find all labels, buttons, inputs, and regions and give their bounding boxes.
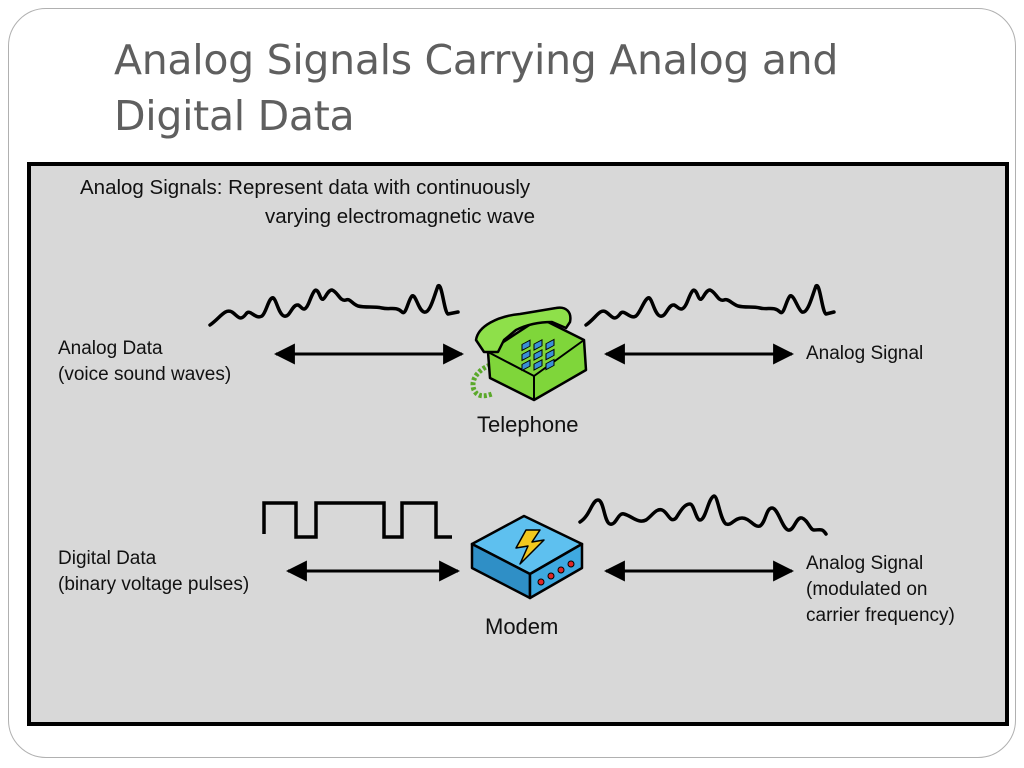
digital-data-label: Digital Data (binary voltage pulses) — [58, 548, 250, 595]
analog-signal-label-2: Analog Signal (modulated on carrier freq… — [806, 553, 955, 626]
analog-signal-waveform-1 — [584, 284, 836, 327]
analog-data-label: Analog Data (voice sound waves) — [58, 338, 232, 385]
analog-signal-waveform-2 — [578, 494, 828, 536]
heading-line-1: Analog Signals: Represent data with cont… — [80, 176, 531, 199]
telephone-label: Telephone — [477, 412, 579, 437]
title-line-2: Digital Data — [114, 92, 355, 140]
diagram-heading: Analog Signals: Represent data with cont… — [80, 173, 720, 231]
telephone-icon — [470, 306, 588, 402]
voice-waveform — [208, 284, 460, 327]
diagram-panel — [27, 162, 1009, 726]
modem-icon — [470, 514, 584, 600]
slide-frame — [8, 8, 1016, 758]
modem-label: Modem — [485, 614, 559, 639]
square-pulse-waveform — [262, 501, 452, 539]
slide-title: Analog Signals Carrying Analog and Digit… — [114, 32, 934, 144]
heading-line-2: varying electromagnetic wave — [265, 205, 536, 228]
title-line-1: Analog Signals Carrying Analog and — [114, 36, 839, 84]
analog-signal-label-1: Analog Signal — [806, 343, 924, 364]
